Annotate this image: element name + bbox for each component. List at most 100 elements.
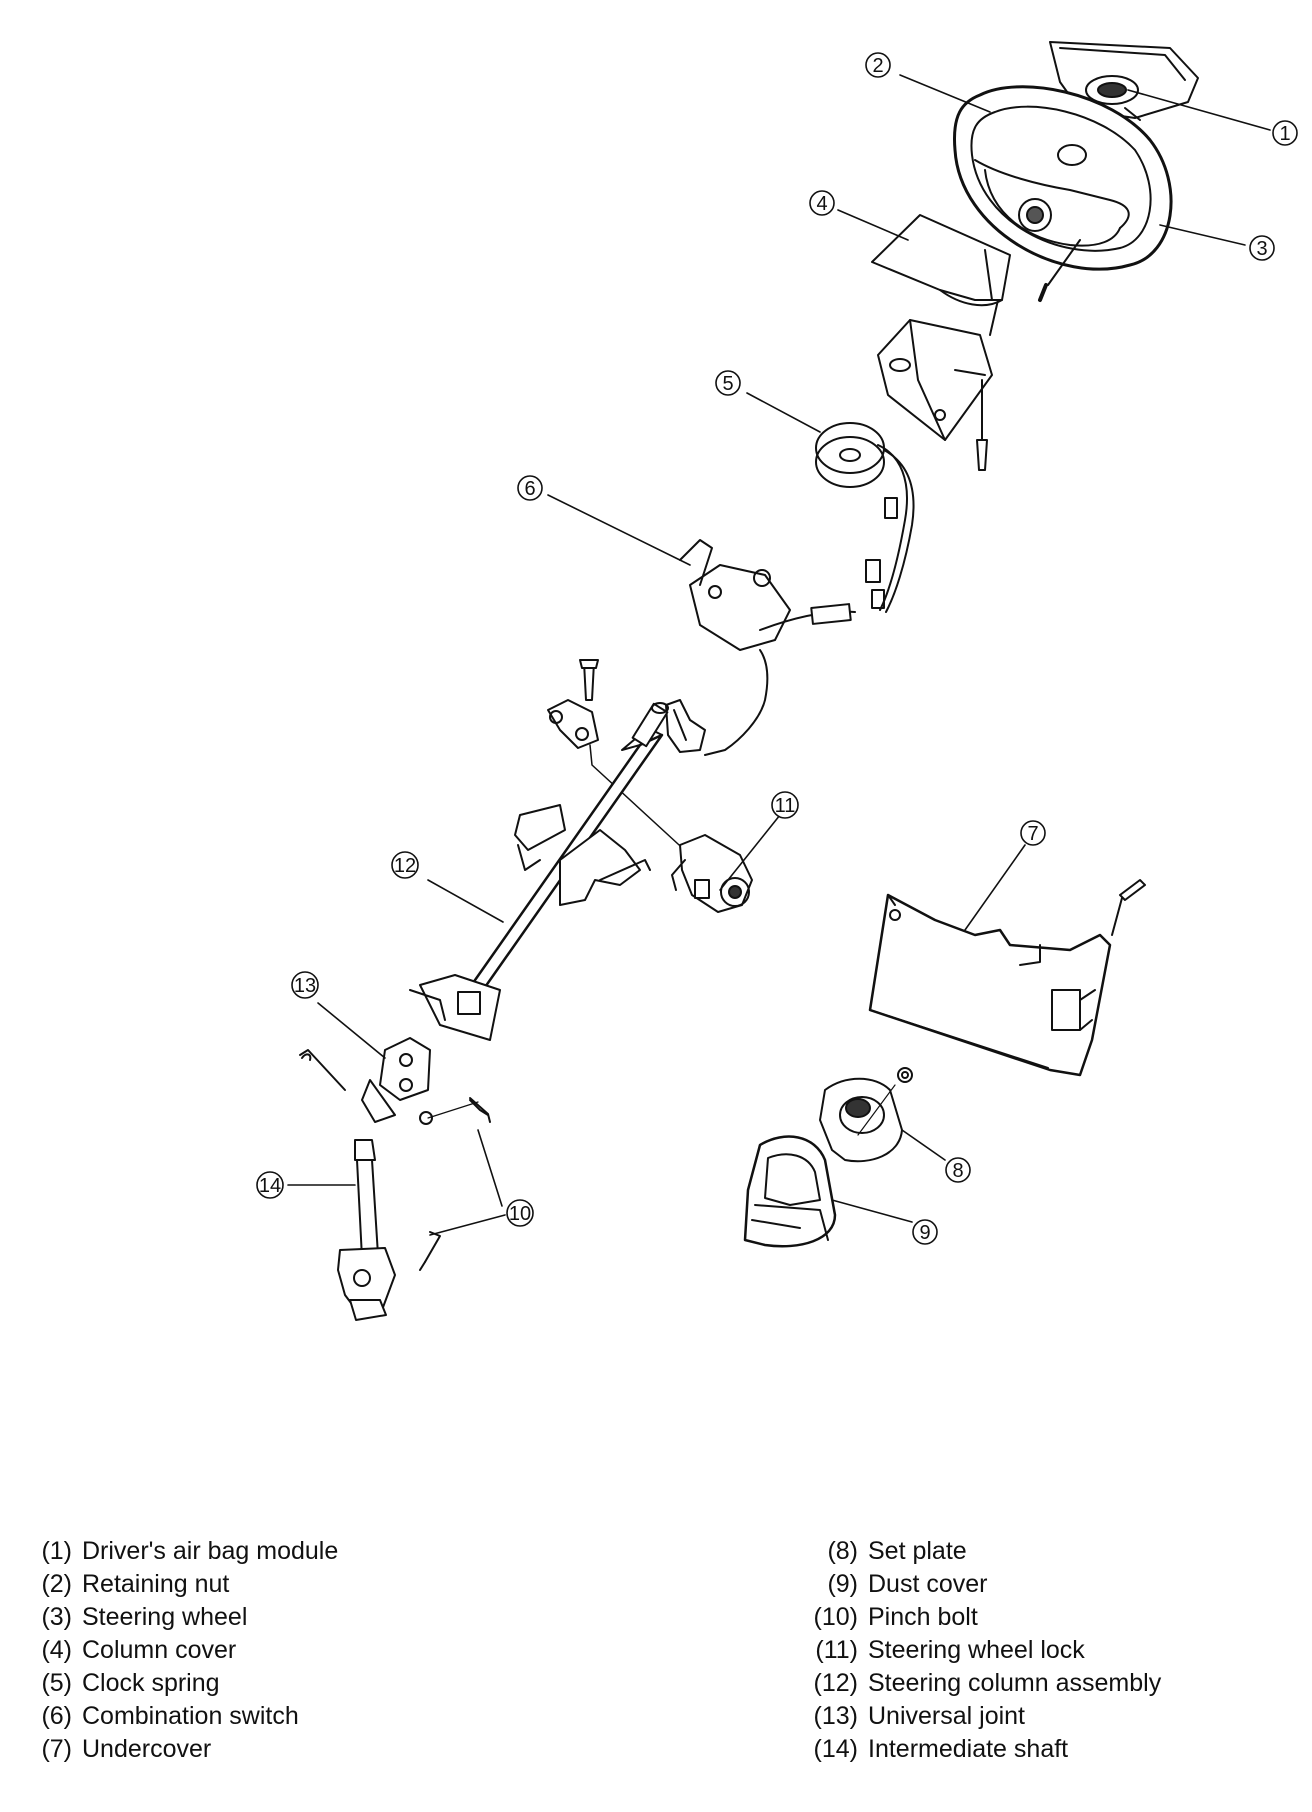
leader-line-1 — [1127, 89, 1271, 131]
callout-3: 3 — [1249, 235, 1275, 261]
legend-label: Clock spring — [82, 1669, 220, 1697]
legend-item: (6) Combination switch — [28, 1700, 338, 1733]
legend-item: (7) Undercover — [28, 1733, 338, 1766]
svg-text:2: 2 — [872, 55, 883, 77]
part-column-cover — [871, 214, 1011, 471]
part-column-bracket — [547, 659, 691, 856]
legend-label: Set plate — [868, 1537, 967, 1565]
legend-number: (9) — [827, 1570, 858, 1598]
callout-9: 9 — [912, 1219, 938, 1245]
leader-lines — [287, 74, 1271, 1236]
legend-number: (12) — [813, 1669, 858, 1697]
svg-text:4: 4 — [816, 193, 827, 215]
svg-text:8: 8 — [952, 1160, 963, 1182]
legend-right-column: (8) Set plate (9) Dust cover (10) Pinch bol… — [800, 1535, 1162, 1766]
part-dust-cover — [743, 1135, 837, 1248]
legend-label: Steering wheel lock — [868, 1636, 1085, 1664]
leader-line-10a — [429, 1214, 506, 1236]
legend-item: (12) Steering column assembly — [800, 1667, 1162, 1700]
leader-line-7 — [964, 844, 1026, 931]
legend-number: (8) — [827, 1537, 858, 1565]
leader-line-13 — [317, 1002, 386, 1059]
svg-text:7: 7 — [1027, 823, 1038, 845]
legend-item: (2) Retaining nut — [28, 1568, 338, 1601]
legend-number: (1) — [41, 1537, 72, 1565]
svg-text:14: 14 — [259, 1175, 281, 1197]
leader-line-10b — [477, 1129, 503, 1207]
callout-6: 6 — [517, 475, 543, 501]
leader-line-11 — [719, 814, 781, 891]
part-combination-switch — [665, 539, 856, 756]
legend-label: Steering wheel — [82, 1603, 248, 1631]
leader-line-9 — [831, 1199, 913, 1223]
callout-13: 13 — [291, 971, 319, 999]
callout-12: 12 — [391, 851, 419, 879]
callout-14: 14 — [256, 1171, 284, 1199]
legend-number: (10) — [813, 1603, 858, 1631]
part-undercover — [868, 879, 1146, 1077]
legend-item: (3) Steering wheel — [28, 1601, 338, 1634]
leader-line-3 — [1159, 224, 1246, 246]
part-set-plate — [819, 1067, 913, 1163]
legend-label: Pinch bolt — [868, 1603, 978, 1631]
leader-line-12 — [427, 879, 504, 923]
legend-number: (2) — [41, 1570, 72, 1598]
legend-item: (11) Steering wheel lock — [800, 1634, 1161, 1667]
svg-text:1: 1 — [1279, 123, 1290, 145]
legend-left-column: (1) Driver's air bag module (2) Retaining … — [28, 1535, 338, 1766]
callout-10: 10 — [506, 1199, 534, 1227]
legend-label: Intermediate shaft — [868, 1735, 1069, 1763]
callout-4: 4 — [809, 190, 835, 216]
part-steering-wheel — [952, 85, 1173, 302]
part-steering-column — [409, 702, 669, 1041]
callout-11: 11 — [771, 791, 799, 819]
leader-line-4 — [837, 209, 909, 241]
leader-line-5 — [746, 392, 821, 433]
leader-line-2 — [899, 74, 991, 113]
legend-label: Universal joint — [868, 1702, 1026, 1730]
legend-label: Dust cover — [868, 1570, 988, 1598]
legend-item: (13) Universal joint — [800, 1700, 1161, 1733]
legend-label: Retaining nut — [82, 1570, 230, 1598]
legend-number: (13) — [813, 1702, 858, 1730]
callouts: 1 2 3 4 5 6 7 8 9 10 11 12 13 14 — [256, 52, 1298, 1245]
callout-8: 8 — [945, 1157, 971, 1183]
part-steering-wheel-lock — [671, 834, 753, 913]
svg-text:6: 6 — [524, 478, 535, 500]
legend-number: (7) — [41, 1735, 72, 1763]
legend-item: (8) Set plate — [800, 1535, 1161, 1568]
part-clock-spring — [815, 422, 915, 613]
svg-text:10: 10 — [509, 1203, 531, 1225]
svg-text:13: 13 — [294, 975, 316, 997]
legend-number: (11) — [815, 1636, 858, 1664]
legend-item: (4) Column cover — [28, 1634, 338, 1667]
legend-label: Driver's air bag module — [82, 1537, 339, 1565]
legend-number: (14) — [813, 1735, 858, 1763]
legend-label: Undercover — [82, 1735, 212, 1763]
legend-label: Column cover — [82, 1636, 237, 1664]
callout-5: 5 — [715, 370, 741, 396]
legend-number: (6) — [41, 1702, 72, 1730]
part-intermediate-shaft — [337, 1139, 441, 1321]
legend-number: (5) — [41, 1669, 72, 1697]
legend-item: (5) Clock spring — [28, 1667, 338, 1700]
legend-number: (4) — [41, 1636, 72, 1664]
part-universal-joint — [299, 1037, 491, 1125]
leader-line-6 — [547, 494, 691, 566]
legend-number: (3) — [41, 1603, 72, 1631]
svg-text:5: 5 — [722, 373, 733, 395]
legend-item: (1) Driver's air bag module — [28, 1535, 338, 1568]
legend-item: (10) Pinch bolt — [800, 1601, 1161, 1634]
svg-text:3: 3 — [1256, 238, 1267, 260]
svg-text:11: 11 — [775, 795, 796, 817]
legend-item: (14) Intermediate shaft — [800, 1733, 1161, 1766]
svg-text:12: 12 — [394, 855, 416, 877]
callout-2: 2 — [865, 52, 891, 78]
leader-line-8 — [901, 1129, 946, 1161]
legend-label: Combination switch — [82, 1702, 299, 1730]
legend-item: (9) Dust cover — [800, 1568, 1161, 1601]
legend-label: Steering column assembly — [868, 1669, 1162, 1697]
svg-text:9: 9 — [919, 1222, 930, 1244]
callout-7: 7 — [1020, 820, 1046, 846]
